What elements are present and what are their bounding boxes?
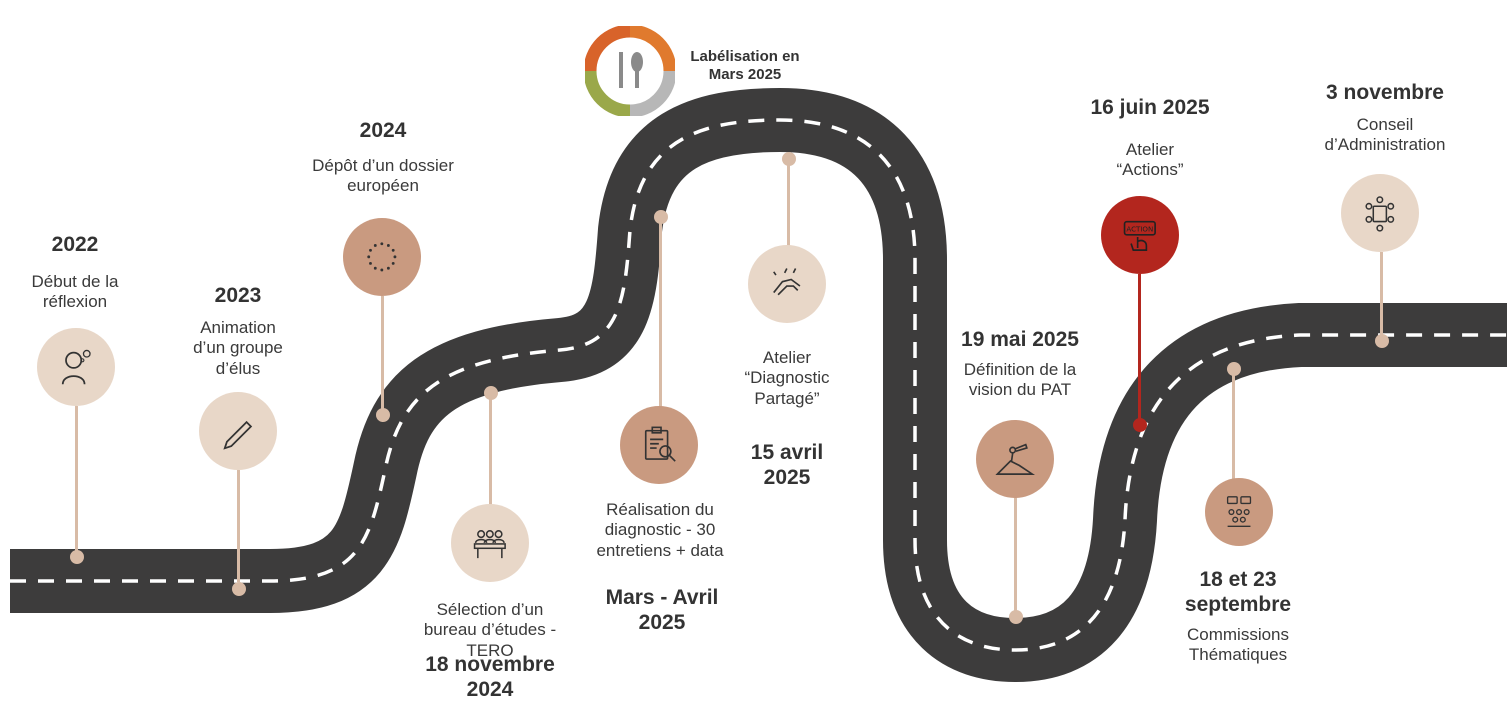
milestone-2025f-node [1341, 174, 1419, 252]
thinking-person-icon [62, 349, 91, 385]
milestone-2025b-stem [787, 164, 790, 246]
milestone-2025e-dot [1227, 362, 1241, 376]
milestone-2024b-stem [489, 398, 492, 508]
eu-stars-icon [367, 242, 397, 272]
milestone-2025e-node [1205, 478, 1273, 546]
milestone-2024b-node [451, 504, 529, 582]
milestone-2025f-text: Conseil d’Administration [1324, 115, 1446, 155]
milestone-2025d-date: 16 juin 2025 [1090, 96, 1210, 119]
milestone-2025c-dot [1009, 610, 1023, 624]
milestone-2025c-stem [1014, 498, 1017, 614]
pat-logo [583, 24, 677, 118]
milestone-2025d-dot [1133, 418, 1147, 432]
milestone-2024-date: 2024 [359, 119, 407, 142]
milestone-2025d-node: ACTION [1101, 196, 1179, 274]
milestone-2023-dot [232, 582, 246, 596]
milestone-2022-text: Début de la réflexion [31, 272, 119, 312]
milestone-2025d-stem [1138, 274, 1141, 420]
milestone-2024b-dot [484, 386, 498, 400]
meeting-table-icon [473, 530, 507, 559]
milestone-2023-stem [237, 470, 240, 582]
road-center-dash [10, 118, 1507, 652]
handshake-icon [773, 268, 801, 296]
milestone-2025b-node [748, 245, 826, 323]
milestone-2025a-stem [659, 222, 662, 408]
milestone-2025b-text: Atelier “Diagnostic Partagé” [744, 348, 830, 408]
milestone-2025e-date: 18 et 23 septembre [1184, 568, 1292, 617]
milestone-2025d-text: Atelier “Actions” [1116, 140, 1184, 180]
milestone-2025a-text: Réalisation du diagnostic - 30 entretien… [596, 500, 724, 560]
milestone-2025e-text: Commissions Thématiques [1186, 625, 1290, 665]
milestone-2025b-dot [782, 152, 796, 166]
clipboard-search-icon [645, 426, 676, 462]
pencil-icon [223, 421, 253, 450]
milestone-2025c-text: Définition de la vision du PAT [963, 360, 1077, 400]
milestone-2022-node [37, 328, 115, 406]
milestone-2025f-date: 3 novembre [1326, 81, 1444, 104]
milestone-2023-node [199, 392, 277, 470]
milestone-2024-stem [381, 296, 384, 414]
milestone-2022-date: 2022 [51, 233, 99, 256]
milestone-2024b-text: Sélection d’un bureau d’études - TERO [423, 600, 557, 660]
milestone-2025a-node [620, 406, 698, 484]
milestone-2025a-date: Mars - Avril 2025 [605, 586, 719, 635]
milestone-2025a-dot [654, 210, 668, 224]
milestone-2024b-date: 18 novembre 2024 [425, 653, 555, 702]
pat-logo-icon [583, 24, 677, 118]
board-meeting-icon [1365, 196, 1395, 232]
milestone-2023-text: Animation d’un groupe d’élus [193, 318, 283, 378]
action-button-icon: ACTION [1123, 221, 1157, 252]
milestone-2025c-node [976, 420, 1054, 498]
milestone-2023-date: 2023 [214, 284, 262, 307]
milestone-2025b-date: 15 avril 2025 [750, 441, 824, 490]
milestone-2025e-stem [1232, 374, 1235, 480]
milestone-2025c-date: 19 mai 2025 [961, 328, 1079, 351]
milestone-2025f-stem [1380, 252, 1383, 338]
svg-text:ACTION: ACTION [1127, 225, 1154, 234]
milestone-2022-stem [75, 406, 78, 554]
milestone-2024-text: Dépôt d’un dossier européen [312, 156, 454, 196]
labelisation-text: Labélisation en Mars 2025 [690, 48, 800, 83]
milestone-2025f-dot [1375, 334, 1389, 348]
milestone-2024-node [343, 218, 421, 296]
milestone-2024-dot [376, 408, 390, 422]
group-discussion-icon [1226, 496, 1252, 527]
telescope-icon [995, 443, 1036, 476]
milestone-2022-dot [70, 550, 84, 564]
